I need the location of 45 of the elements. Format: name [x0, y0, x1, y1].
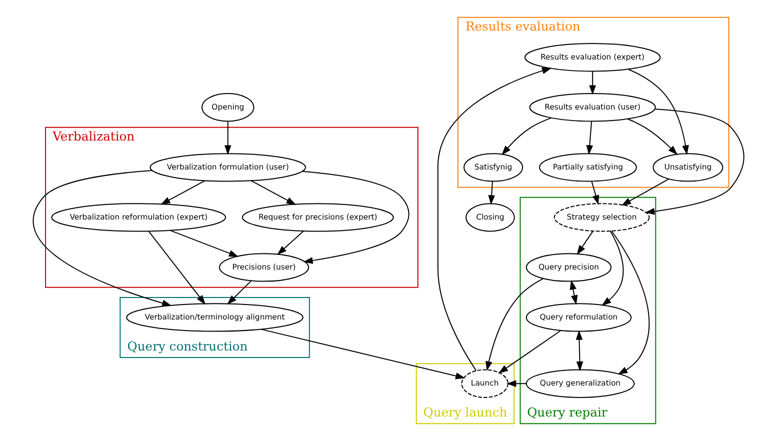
- arrow: [644, 108, 744, 215]
- node-ellipse: Closing: [465, 203, 514, 232]
- node-ellipse: Verbalization/terminology alignment: [126, 303, 303, 332]
- arrow: [148, 230, 206, 305]
- node-ellipse: Satisfynig: [463, 153, 523, 182]
- arrow: [498, 330, 561, 374]
- arrow: [260, 328, 465, 380]
- arrow: [485, 278, 544, 372]
- node-ellipse: Opening: [201, 93, 254, 122]
- arrow: [501, 117, 552, 156]
- node-ellipse: Unsatisfying: [652, 153, 723, 182]
- arrow: [169, 230, 238, 257]
- arrow: [224, 120, 231, 155]
- arrow: [626, 118, 678, 155]
- node-ellipse: Query reformulation: [525, 303, 632, 332]
- arrow: [588, 70, 596, 95]
- arrow: [302, 170, 409, 264]
- arrow: [32, 170, 172, 306]
- arrow: [250, 180, 296, 205]
- arrow: [627, 68, 688, 156]
- arrow: [436, 67, 552, 371]
- arrow: [276, 230, 304, 255]
- arrow: [586, 120, 593, 155]
- arrow: [610, 230, 650, 374]
- arrow: [575, 330, 583, 372]
- arrow: [620, 178, 669, 206]
- node-ellipse: Verbalization reformulation (expert): [50, 203, 226, 232]
- node-ellipse: Verbalization formulation (user): [149, 153, 306, 182]
- arrow: [601, 230, 624, 306]
- node-ellipse: Query generalization: [525, 369, 634, 398]
- arrow: [226, 280, 252, 305]
- arrow: [590, 180, 599, 205]
- node-ellipse: Results evaluation (user): [528, 93, 656, 122]
- node-ellipse: Query precision: [525, 253, 612, 282]
- arrow: [506, 380, 526, 387]
- arrow: [488, 180, 494, 205]
- arrow: [160, 180, 205, 205]
- node-ellipse: Launch: [460, 369, 508, 398]
- arrow: [569, 280, 578, 305]
- node-ellipse: Partially satisfying: [538, 153, 636, 182]
- node-ellipse: Strategy selection: [553, 203, 650, 232]
- node-ellipse: Results evaluation (expert): [524, 43, 660, 72]
- node-ellipse: Precisions (user): [218, 253, 309, 282]
- node-ellipse: Request for precisions (expert): [241, 203, 394, 232]
- arrow: [576, 230, 593, 255]
